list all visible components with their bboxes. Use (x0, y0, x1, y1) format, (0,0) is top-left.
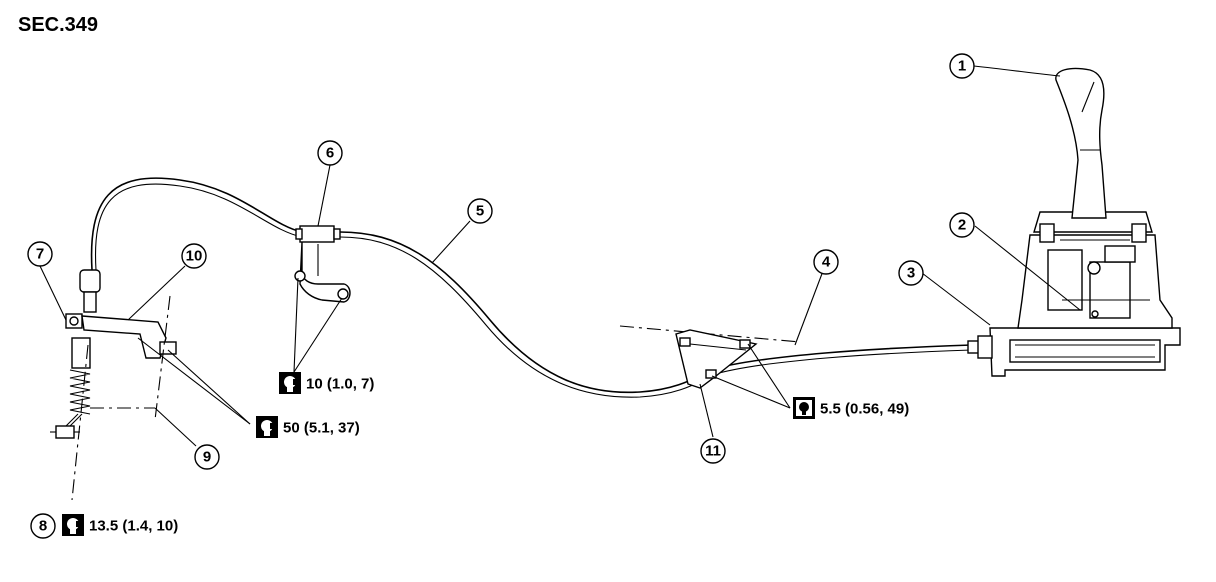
callout-2-label: 2 (958, 217, 966, 234)
torque-value-clamp: 5.5 (0.56, 49) (820, 401, 909, 418)
shift-selector-assembly (967, 67, 1181, 377)
reference-line-1 (154, 295, 171, 421)
callout-10: 10 (181, 243, 207, 269)
wrench-torque-icon (256, 416, 278, 438)
callout-8-label: 8 (39, 518, 47, 535)
control-cable (90, 177, 973, 394)
torque-spec-clamp: 5.5 (0.56, 49) (793, 397, 909, 419)
callout-9: 9 (194, 444, 220, 470)
callout-11-label: 11 (705, 443, 721, 460)
torque-value-bracket: 10 (1.0, 7) (306, 376, 374, 393)
wrench-torque-dark-icon (793, 397, 815, 419)
cable-clamp-bracket (294, 225, 351, 303)
callout-4-label: 4 (822, 254, 831, 271)
callout-11: 11 (700, 438, 726, 464)
torque-value-adjust-nut: 13.5 (1.4, 10) (89, 518, 178, 535)
transaxle-cable-end (50, 269, 177, 439)
callout-5-label: 5 (476, 203, 484, 220)
callout-10-label: 10 (186, 248, 203, 265)
callout-1: 1 (949, 53, 975, 79)
callout-2: 2 (949, 212, 975, 238)
wrench-torque-icon (279, 372, 301, 394)
callout-6-label: 6 (326, 145, 334, 162)
callout-5: 5 (467, 198, 493, 224)
callout-3-label: 3 (907, 265, 915, 282)
control-cable-inner (94, 183, 973, 398)
callout-3: 3 (898, 260, 924, 286)
floor-cable-clamp (675, 329, 758, 389)
callout-6: 6 (317, 140, 343, 166)
torque-value-lever: 50 (5.1, 37) (283, 420, 360, 437)
torque-spec-lever: 50 (5.1, 37) (256, 416, 360, 438)
reference-line-3 (71, 344, 89, 501)
callout-7-label: 7 (36, 246, 44, 263)
callout-8: 8 (30, 513, 56, 539)
callout-1-label: 1 (958, 58, 966, 75)
selector-lever-knob (1055, 67, 1107, 219)
callout-7: 7 (27, 241, 53, 267)
wrench-torque-icon (62, 514, 84, 536)
torque-spec-adjust-nut: 13.5 (1.4, 10) (62, 514, 178, 536)
leader-lines (39, 65, 1081, 447)
callout-4: 4 (813, 249, 839, 275)
torque-spec-bracket: 10 (1.0, 7) (279, 372, 374, 394)
section-label: SEC.349 (18, 14, 98, 36)
callout-9-label: 9 (203, 449, 211, 466)
